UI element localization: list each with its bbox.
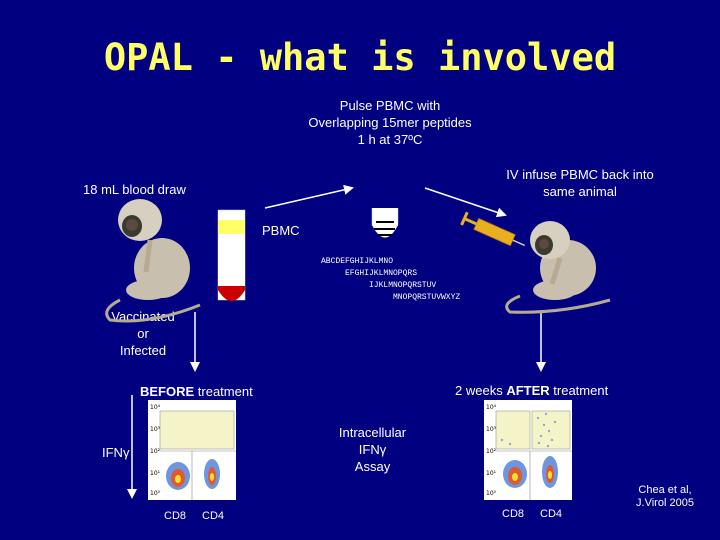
tick-label: 10³	[150, 426, 161, 433]
syringe-icon	[460, 211, 526, 247]
pulse-arrow	[264, 184, 354, 209]
peptide-1: ABCDEFGHIJKLMNO	[321, 257, 394, 266]
cd4-label-left: CD4	[202, 510, 225, 522]
cd8-label-right: CD8	[502, 508, 525, 520]
infuse-line-2: same animal	[543, 184, 617, 199]
cd8-label-left: CD8	[164, 510, 187, 522]
assay-label: Intracellular IFNγ Assay	[325, 424, 420, 475]
flow-plot-after-contents	[495, 410, 572, 500]
monkey-after-icon	[505, 221, 611, 314]
flow-plot-before-contents	[159, 410, 236, 500]
reference-line-2: J.Virol 2005	[636, 497, 694, 509]
infuse-line-1: IV infuse PBMC back into	[506, 167, 654, 182]
tick-label: 10²	[150, 448, 161, 455]
after-prefix: 2 weeks	[455, 383, 507, 398]
after-treatment-label: 2 weeks AFTER treatment	[455, 382, 608, 399]
before-treatment-label: BEFORE treatment	[140, 383, 253, 400]
tick-label: 10⁰	[486, 490, 497, 497]
blood-draw-label: 18 mL blood draw	[83, 182, 186, 197]
pulse-line-3: 1 h at 37ºC	[357, 132, 423, 147]
cd4-label-right: CD4	[540, 508, 563, 520]
blood-tube	[217, 209, 246, 301]
tick-label: 10³	[486, 426, 497, 433]
pulse-line-1: Pulse PBMC with	[339, 98, 441, 113]
slide-title: OPAL - what is involved	[103, 36, 617, 79]
after-bold: AFTER	[506, 383, 550, 398]
tick-label: 10¹	[150, 470, 161, 477]
assay-line-2: IFNγ	[358, 442, 387, 457]
peptide-tube	[371, 208, 399, 238]
tick-label: 10¹	[486, 470, 497, 477]
before-rest: treatment	[194, 384, 253, 399]
infuse-arrow	[424, 187, 507, 218]
assay-line-3: Assay	[354, 459, 391, 474]
peptide-3: IJKLMNOPQRSTUV	[369, 281, 437, 290]
monkey-before-icon	[105, 199, 201, 323]
assay-line-1: Intracellular	[338, 425, 407, 440]
tick-label: 10⁴	[150, 404, 161, 411]
reference-line-1: Chea et al,	[638, 484, 692, 496]
before-bold: BEFORE	[140, 384, 195, 399]
reference-label: Chea et al, J.Virol 2005	[620, 484, 710, 510]
infuse-label: IV infuse PBMC back into same animal	[485, 166, 675, 200]
peptide-2: EFGHIJKLMNOPQRS	[345, 269, 418, 278]
vaccinated-line-3: Infected	[119, 343, 167, 358]
pulse-step-label: Pulse PBMC with Overlapping 15mer peptid…	[290, 97, 490, 148]
pbmc-label: PBMC	[262, 223, 300, 238]
tick-label: 10⁰	[150, 490, 161, 497]
ifn-axis-label: IFNγ	[102, 445, 130, 460]
vaccinated-line-2: or	[137, 326, 149, 341]
after-rest: treatment	[549, 383, 609, 398]
peptide-4: MNOPQRSTUVWXYZ	[393, 293, 461, 302]
pulse-line-2: Overlapping 15mer peptides	[308, 115, 472, 130]
tick-label: 10⁴	[486, 404, 497, 411]
tick-label: 10²	[486, 448, 497, 455]
